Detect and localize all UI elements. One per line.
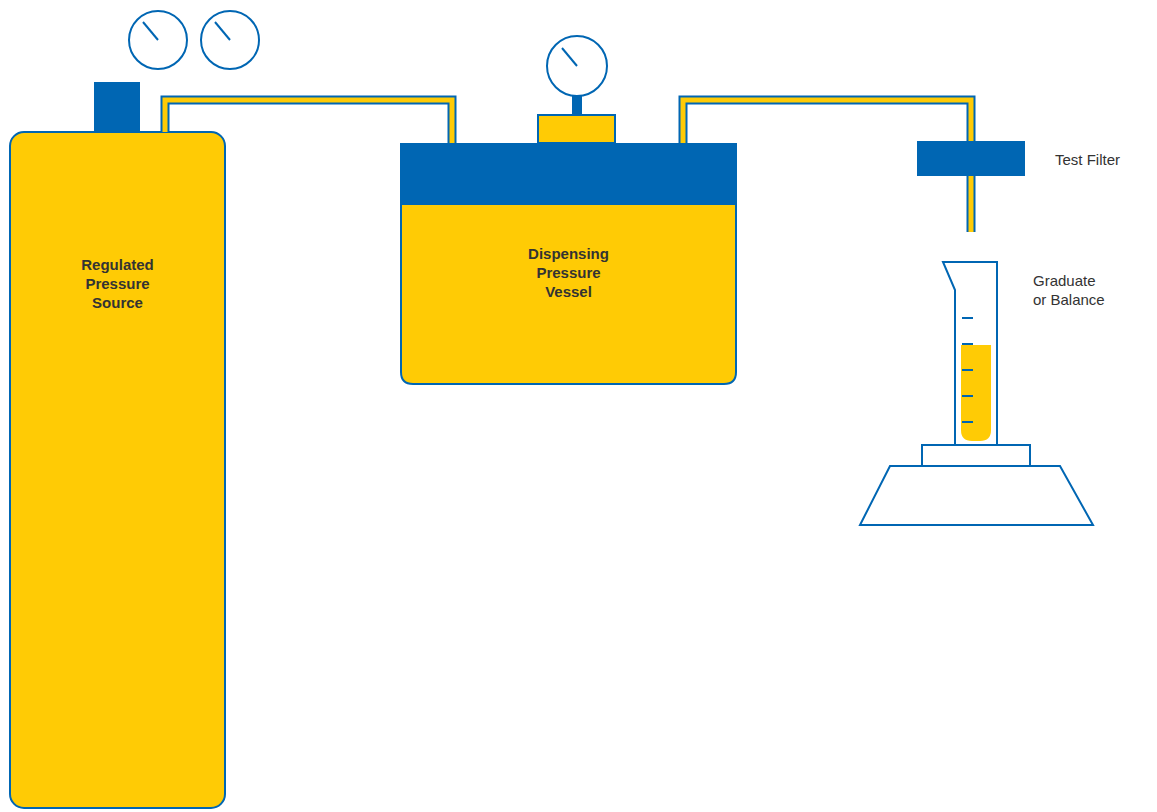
test-filter: Test Filter [917, 141, 1025, 176]
node-label: Regulated Pressure Source [63, 255, 173, 312]
graduate-balance: Graduate or Balance [860, 232, 1093, 525]
vessel-lid [400, 143, 737, 205]
node-label: Test Filter [1055, 150, 1120, 169]
regulator-gauges [129, 11, 259, 69]
vessel-body [401, 200, 736, 384]
tube-connector [683, 100, 971, 143]
vessel-gauge [547, 36, 607, 115]
balance [860, 445, 1093, 525]
vessel-fitting [538, 115, 615, 143]
gas-cylinder [10, 132, 225, 808]
cylinder-valve [94, 82, 140, 132]
node-label: Dispensing Pressure Vessel [514, 244, 624, 301]
pressure-source-cylinder: Regulated Pressure Source [10, 132, 225, 808]
tube-connector [165, 100, 452, 143]
node-label: Graduate or Balance [1033, 271, 1109, 309]
dispensing-vessel: Dispensing Pressure Vessel [400, 143, 737, 384]
filter-housing [917, 141, 1025, 176]
graduated-cylinder [943, 262, 997, 445]
tube-connector [971, 176, 972, 232]
